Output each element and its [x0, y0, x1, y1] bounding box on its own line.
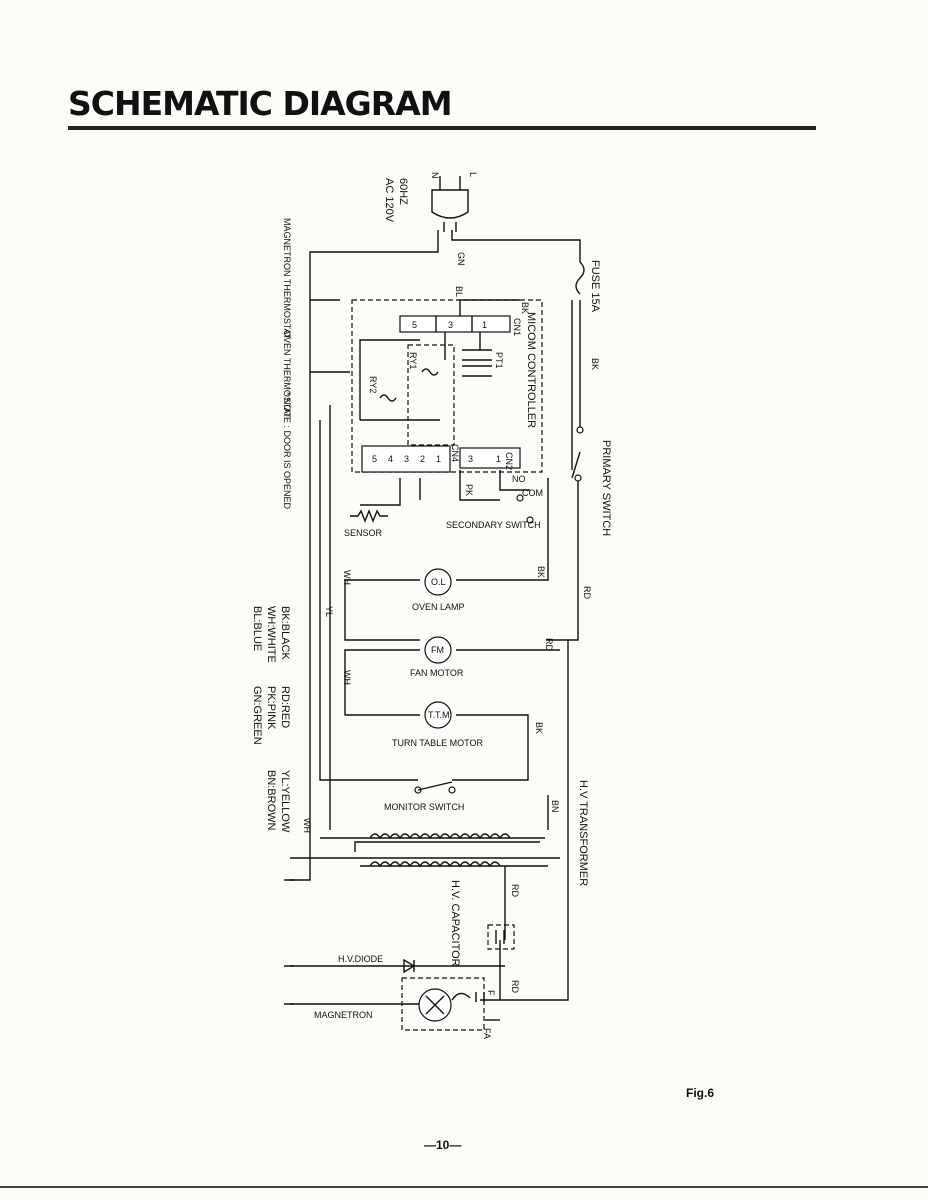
sensor-icon — [350, 509, 388, 523]
cn2-pin-1: 1 — [496, 454, 501, 464]
wire-code: BK — [520, 302, 530, 314]
secondary-coil-icon — [369, 861, 501, 868]
relay-boundary — [407, 344, 455, 446]
fuse-label: FUSE 15A — [589, 260, 601, 313]
hv-capacitor-label: H.V. CAPACITOR — [449, 880, 461, 967]
turntable-motor-icon — [424, 701, 452, 729]
hv-capacitor-icon — [487, 924, 515, 950]
oven-lamp-icon — [424, 568, 452, 596]
cn1-pin-3: 3 — [448, 320, 453, 330]
wire-code: YL — [324, 606, 334, 617]
wire-code: WH — [342, 570, 352, 585]
pt1-transformer-icon — [462, 349, 492, 377]
legend-item: BL:BLUE — [251, 606, 263, 651]
hv-diode-icon — [403, 958, 416, 974]
primary-coil-icon — [369, 833, 511, 840]
wire-code: BK — [536, 566, 546, 578]
cn2-connector — [459, 447, 521, 469]
relay-coil-icon — [379, 368, 439, 402]
oven-thermostat-label: OVEN THERMOSTAT — [282, 330, 292, 419]
legend-item: YL:YELLOW — [279, 770, 291, 833]
ry1-label: RY1 — [408, 352, 418, 369]
ry2-label: RY2 — [368, 376, 378, 393]
wire-code: BN — [550, 800, 560, 813]
cn2-pin-3: 3 — [468, 454, 473, 464]
wire-code: GN — [456, 252, 466, 266]
filament-fa-label: FA — [482, 1028, 492, 1039]
legend-item: BN:BROWN — [265, 770, 277, 831]
hv-diode-label: H.V.DIODE — [338, 954, 383, 964]
cn4-pin-1: 1 — [436, 454, 441, 464]
cn4-pin-5: 5 — [372, 454, 377, 464]
cn4-pin-4: 4 — [388, 454, 393, 464]
ol-label: O.L — [431, 577, 446, 587]
cn4-pin-3: 3 — [404, 454, 409, 464]
wire-code: RD — [510, 980, 520, 993]
ttm-label: T.T.M — [428, 710, 450, 720]
legend-item: RD:RED — [279, 686, 291, 728]
neutral-label: N — [430, 172, 440, 179]
hv-transformer-label: H.V TRANSFORMER — [577, 780, 589, 886]
legend-item: PK:PINK — [265, 686, 277, 730]
primary-switch-label: PRIMARY SWITCH — [600, 440, 612, 536]
wire-code: PK — [464, 484, 474, 496]
oven-lamp-label: OVEN LAMP — [412, 602, 465, 612]
sensor-label: SENSOR — [344, 528, 383, 538]
fm-label: FM — [431, 645, 444, 655]
fan-motor-label: FAN MOTOR — [410, 668, 464, 678]
page-title: SCHEMATIC DIAGRAM — [68, 84, 453, 123]
line-label: L — [468, 172, 478, 177]
wire-code: BL — [454, 286, 464, 297]
wire-code: RD — [510, 884, 520, 897]
page-number: —10— — [424, 1138, 462, 1152]
secondary-switch-icon — [516, 494, 534, 524]
wire-code: RD — [582, 586, 592, 599]
pt1-label: PT1 — [494, 352, 504, 369]
wire-code: WH — [302, 818, 312, 833]
cn1-connector — [399, 315, 511, 333]
title-rule — [68, 126, 816, 130]
primary-switch-icon — [574, 426, 584, 482]
com-label: COM — [522, 488, 543, 498]
cn4-connector — [361, 445, 451, 473]
wire-code: RD — [544, 638, 554, 651]
monitor-switch-label: MONITOR SWITCH — [384, 802, 464, 812]
cn1-pin-1: 1 — [482, 320, 487, 330]
wire-code: WH — [342, 670, 352, 685]
wires — [290, 230, 581, 1021]
legend-item: GN:GREEN — [251, 686, 263, 745]
magnetron-icon — [418, 988, 485, 1022]
fuse-icon — [575, 261, 585, 295]
legend-item: BK:BLACK — [279, 606, 291, 660]
cn1-pin-5: 5 — [412, 320, 417, 330]
legend-item: WH:WHITE — [265, 606, 277, 663]
secondary-switch-label: SECONDARY SWITCH — [446, 520, 541, 530]
power-plug-icon — [431, 176, 469, 232]
cn1-label: CN1 — [512, 318, 522, 336]
magnetron-label: MAGNETRON — [314, 1010, 373, 1020]
cn2-label: CN2 — [504, 452, 514, 470]
wire-code: BK — [534, 722, 544, 734]
cn4-label: CN4 — [450, 444, 460, 462]
monitor-switch-icon — [414, 781, 456, 794]
fan-motor-icon — [424, 636, 452, 664]
magnetron-boundary — [401, 977, 485, 1031]
cn4-pin-2: 2 — [420, 454, 425, 464]
door-note: * NOTE : DOOR IS OPENED — [282, 392, 292, 510]
supply-voltage-label: AC 120V — [383, 178, 395, 223]
magnetron-thermostat-label: MAGNETRON THERMOSTAT — [282, 218, 292, 340]
bottom-rule — [0, 1186, 928, 1188]
ground-icon — [284, 879, 294, 1005]
figure-label: Fig.6 — [686, 1086, 715, 1100]
turntable-motor-label: TURN TABLE MOTOR — [392, 738, 484, 748]
no-label: NO — [512, 474, 526, 484]
supply-frequency-label: 60HZ — [397, 178, 409, 205]
filament-f-label: F — [486, 990, 496, 996]
wire-code: BK — [590, 358, 600, 370]
micom-controller-label: MICOM CONTROLLER — [525, 312, 537, 428]
